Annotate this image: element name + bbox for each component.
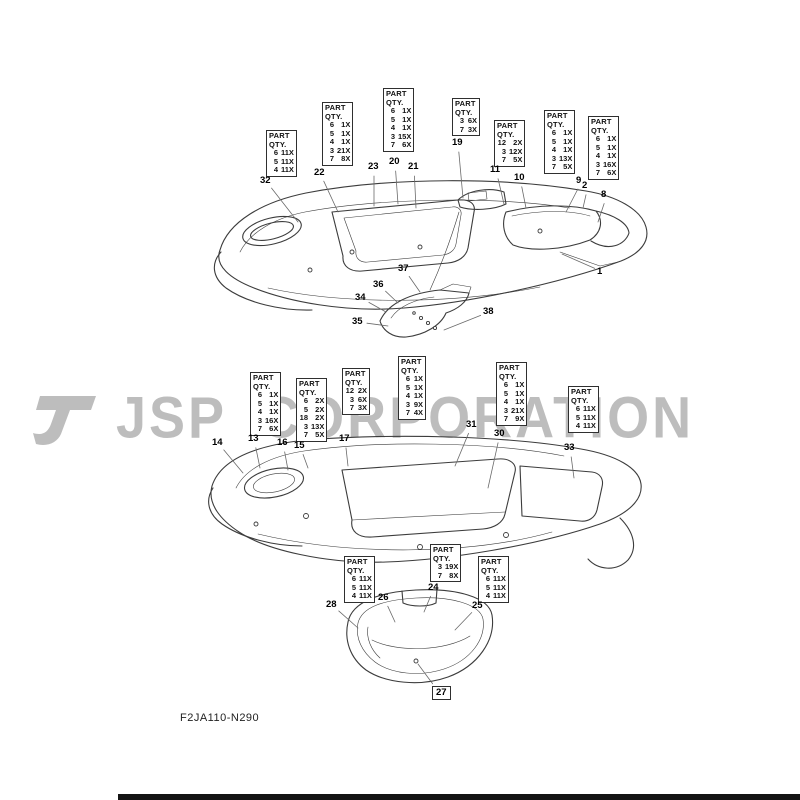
bow-hatch-inner	[250, 221, 294, 241]
leader-line-21	[414, 175, 417, 209]
seat-area	[503, 205, 602, 250]
leader-line-14	[223, 449, 244, 474]
steering-pad	[467, 190, 488, 202]
right-tray	[519, 465, 604, 522]
engine-opening	[341, 458, 516, 538]
leader-line-8	[597, 203, 605, 223]
hull-bow-hatch-inner	[253, 472, 295, 494]
bow-hatch	[242, 215, 302, 247]
leader-line-24	[423, 595, 431, 613]
leader-line-1	[561, 253, 596, 269]
hull-bow-hatch	[243, 467, 305, 499]
trim-outline	[379, 289, 470, 338]
hatch-screw	[413, 658, 419, 664]
leader-line-36	[385, 290, 399, 304]
trim-flap	[439, 283, 472, 294]
leader-line-27	[417, 663, 434, 685]
bottom-bar	[118, 794, 800, 800]
hatch-side-line	[367, 626, 381, 659]
drawing-code: F2JA110-N290	[180, 712, 260, 724]
deck-outline	[218, 180, 648, 310]
leader-line-16	[284, 451, 289, 471]
deck-top-drawing	[213, 180, 648, 311]
hull-outline	[210, 435, 642, 563]
footwell-line	[267, 286, 541, 301]
leader-line-10	[521, 186, 527, 209]
engine-opening-edge	[351, 511, 506, 521]
leader-line-33	[570, 456, 575, 479]
leader-line-22	[323, 180, 339, 213]
leader-line-2	[582, 194, 587, 209]
screw	[432, 325, 438, 331]
leader-line-30	[487, 442, 499, 489]
console-opening	[331, 199, 475, 272]
hatch-inner-rim	[357, 597, 484, 674]
hatch-basin-line	[371, 635, 471, 649]
leader-line-9	[565, 188, 579, 213]
screw	[425, 320, 431, 326]
leader-line-28	[338, 610, 359, 629]
trim-link-line	[429, 211, 460, 291]
leader-line-13	[255, 447, 261, 469]
rear-deck-piece	[590, 210, 630, 248]
leader-line-35	[366, 322, 389, 327]
leader-line-19	[458, 151, 464, 199]
screw	[418, 315, 424, 321]
leader-line-38	[443, 314, 482, 331]
leader-line-15	[302, 454, 309, 469]
hatch-cover-drawing	[346, 588, 494, 684]
leader-line-26	[387, 605, 396, 623]
leader-line-34	[368, 301, 387, 313]
console-opening-inner	[343, 206, 462, 263]
seat-inner-line	[511, 211, 591, 217]
leader-line-20	[395, 170, 399, 205]
leader-line-37	[408, 275, 421, 293]
right-rear-extension	[587, 517, 635, 569]
leader-line-11	[497, 178, 505, 205]
leader-lines	[223, 151, 605, 685]
leader-line-25	[454, 612, 473, 631]
rear-bracket-line	[559, 251, 619, 267]
trim-part-drawing	[379, 211, 472, 338]
hatch-notch	[401, 588, 438, 607]
deck-inner-line	[239, 199, 571, 253]
screw	[412, 311, 416, 315]
hull-inner-line	[235, 443, 565, 489]
hull-deck-bottom-drawing	[208, 435, 642, 569]
leader-line-31	[454, 432, 469, 467]
leader-line-17	[345, 447, 349, 467]
hatch-outline	[346, 589, 494, 684]
hull-bow-underside	[208, 487, 303, 547]
hull-bottom-line	[257, 531, 553, 551]
deck-bow-underside	[213, 251, 313, 311]
trim-inner-line	[390, 296, 435, 319]
leader-line-32	[271, 187, 299, 223]
